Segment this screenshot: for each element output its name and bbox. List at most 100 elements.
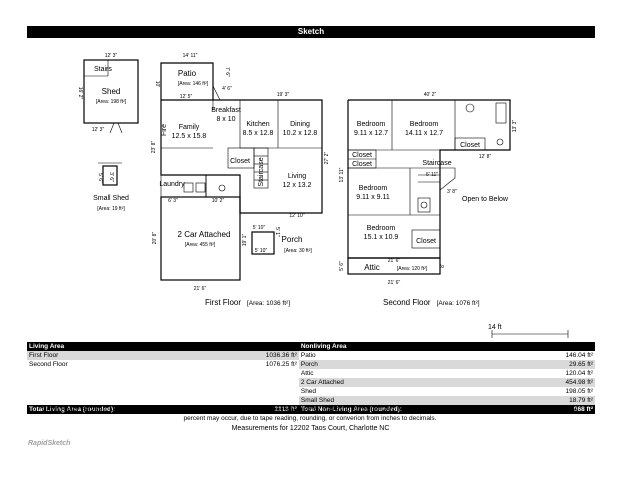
bed1-size: 9.11 x 12.7 [354, 130, 388, 137]
table-row: 2 Car Attached 454.98 ft² [298, 378, 595, 387]
garage-dim-left: 20' 8" [152, 232, 158, 245]
dining-name: Dining [290, 121, 310, 128]
patio-dim-d: 7' 6" [224, 67, 230, 77]
table-row: Small Shed 18.79 ft² [298, 396, 595, 405]
second-floor-area: [Area: 1076 ft²] [436, 300, 480, 307]
dining-size: 10.2 x 12.8 [283, 130, 318, 137]
shed-dim-bottom: 12' 3" [92, 127, 105, 133]
porch-dim-c: 5' 1" [274, 227, 280, 237]
small-shed-area: [Area: 19 ft²] [97, 206, 125, 212]
staircase1-name: Staircase [258, 157, 265, 186]
second-floor-plan: 21' 6" 21' 6" Attic [Area: 120 ft²] Bedr… [339, 92, 518, 286]
second-floor-label: Second Floor[Area: 1076 ft²] [383, 298, 480, 307]
first-floor-plan: 14' 11" 10' 7' 6" 12' 5" 4' 6" Patio [Ar… [151, 53, 330, 292]
attic-dim-top: 21' 6" [388, 258, 401, 264]
patio-dim-c: 10' [154, 81, 160, 88]
second-dim-d5: 8' [440, 264, 446, 268]
first-floor-area: [Area: 1036 ft²] [247, 300, 290, 307]
second-dim-d2: 6' 11" [426, 172, 438, 178]
patio-name: Patio [178, 69, 197, 78]
shed-area: [Area: 198 ft²] [96, 99, 127, 105]
small-shed-dim-w: 3' 6" [108, 172, 114, 182]
family-size: 12.5 x 15.8 [172, 133, 207, 140]
total-living-value: 2113 ft² [222, 405, 299, 414]
second-dim-d4: 5' 6" [339, 261, 345, 271]
first-floor-label: First Floor[Area: 1036 ft²] [205, 298, 290, 307]
closet-c: Closet [460, 142, 480, 149]
patio-area: [Area: 146 ft²] [178, 81, 209, 87]
small-shed-dim-h: 5' 6" [97, 173, 103, 183]
table-row: First Floor 1036.36 ft² Patio 146.04 ft² [27, 351, 593, 360]
first-dim-mid2: 10' 2" [212, 198, 225, 204]
patio-dim-a: 12' 5" [180, 94, 193, 100]
first-dim-mid4: 19' 1" [242, 234, 248, 247]
attic-dim-bottom: 21' 6" [388, 280, 401, 286]
living-name: Living [288, 173, 306, 180]
patio-dim-b: 4' 6" [222, 86, 232, 92]
breakfast-size: 8 x 10 [216, 116, 235, 123]
shed-dim-left: 16' 2" [77, 87, 83, 100]
porch-area: [Area: 30 ft²] [284, 248, 312, 254]
open-below: Open to Below [462, 196, 509, 203]
porch-dim-b: 5' 10" [255, 248, 268, 254]
second-dim-d3: 3' 8" [447, 189, 457, 195]
bed1-name: Bedroom [357, 121, 386, 128]
second-dim-right: 13' 3" [512, 120, 518, 133]
porch-dim-a: 5' 10" [253, 225, 266, 231]
measurements-address: Measurements for 12202 Taos Court, Charl… [231, 425, 390, 432]
rapidsketch-logo: RapidSketch [28, 440, 71, 447]
shed: 12' 3" 16' 2" 12' 3" Stairs Shed [Area: … [77, 53, 139, 134]
scale-label: 14 ft [488, 324, 502, 331]
table-row: Attic 120.04 ft² [300, 370, 593, 377]
second-dim-left: 13' 11" [339, 167, 345, 182]
first-dim-mid1: 12' 10" [289, 213, 304, 219]
bed2-size: 14.11 x 12.7 [405, 130, 443, 137]
total-nonliving-value: 968 ft² [526, 405, 595, 414]
family-name: Family [179, 124, 200, 131]
garage-area: [Area: 455 ft²] [185, 242, 216, 248]
bed3-name: Bedroom [359, 185, 388, 192]
floor-plan: 12' 3" 16' 2" 12' 3" Stairs Shed [Area: … [77, 53, 569, 338]
shed-stairs-label: Stairs [94, 66, 112, 73]
first-dim-left: 23' 8" [151, 141, 157, 154]
disclaimer-text: Griffin Realty Services, LLC - All measu… [41, 406, 579, 422]
first-dim-top: 19' 3" [277, 92, 290, 98]
sketch-title-bar: Sketch [27, 26, 595, 38]
first-dim-mid3: 6' 3" [168, 198, 178, 204]
table-row: Second Floor 1076.25 ft² Porch 29.65 ft² [29, 360, 595, 369]
porch-name: Porch [282, 235, 303, 244]
shed-name: Shed [102, 87, 121, 96]
living-area-header: Living Area [27, 342, 299, 351]
closet-b: Closet [352, 161, 372, 168]
attic-area: [Area: 120 ft²] [397, 266, 428, 272]
total-nonliving-label: Total Non-Living Area (rounded): [298, 405, 527, 414]
kitchen-size: 8.5 x 12.8 [243, 130, 274, 137]
scale-bar [491, 330, 569, 338]
closet1-name: Closet [230, 158, 250, 165]
bed2-name: Bedroom [410, 121, 439, 128]
nonliving-area-header: Nonliving Area [298, 342, 595, 351]
shed-dim-top: 12' 3" [105, 53, 118, 59]
closet-a: Closet [352, 152, 372, 159]
breakfast-name: Breakfast [211, 107, 241, 114]
second-dim-top: 40' 2" [424, 92, 437, 98]
kitchen-name: Kitchen [246, 121, 269, 128]
area-summary-table: Living Area Nonliving Area First Floor 1… [27, 342, 595, 414]
fire-name: Fire [161, 124, 168, 136]
small-shed-name: Small Shed [93, 195, 129, 202]
living-size: 12 x 13.2 [283, 182, 312, 189]
patio-dim-top: 14' 11" [183, 53, 198, 59]
garage-name: 2 Car Attached [178, 230, 231, 239]
first-dim-right: 27' 2" [324, 152, 330, 165]
garage-dim-bottom: 21' 6" [194, 286, 207, 292]
attic-name: Attic [364, 263, 380, 272]
staircase2-name: Staircase [422, 160, 451, 167]
total-living-label: Total Living Area (rounded): [27, 405, 223, 414]
second-dim-d1: 12' 8" [479, 154, 492, 160]
bed3-size: 9.11 x 9.11 [356, 194, 390, 201]
closet-d: Closet [416, 238, 436, 245]
table-row: Shed 198.05 ft² [300, 388, 593, 395]
bed4-name: Bedroom [367, 225, 396, 232]
laundry-name: Laundry [159, 181, 185, 188]
small-shed: 5' 6" 3' 6" Small Shed [Area: 19 ft²] [93, 162, 129, 212]
